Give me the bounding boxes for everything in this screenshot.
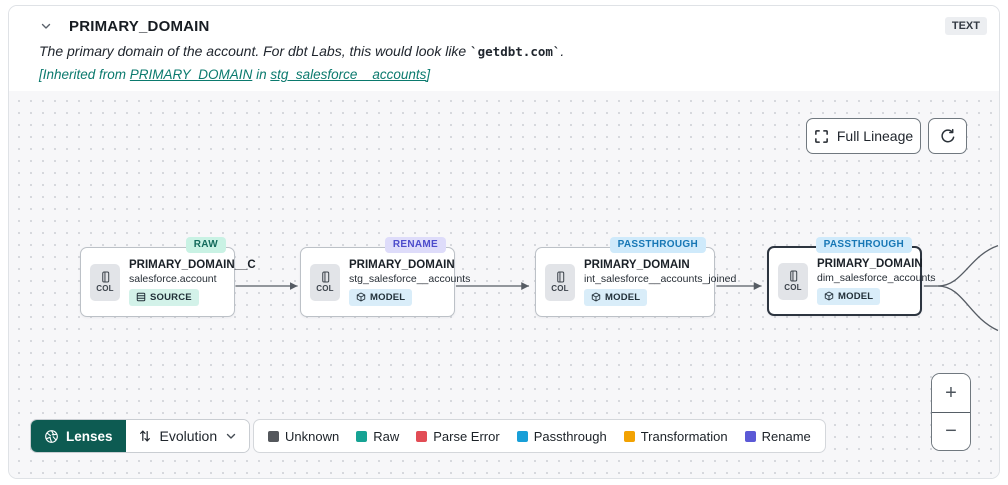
legend-label: Raw — [373, 428, 400, 444]
status-badge: RAW — [185, 237, 226, 253]
refresh-icon — [940, 128, 954, 143]
lineage-edges — [235, 244, 999, 332]
legend-item-rename: Rename — [744, 428, 811, 444]
legend-label: Passthrough — [533, 428, 607, 444]
expand-icon — [814, 129, 828, 143]
lineage-node-intermediate[interactable]: PASSTHROUGH COL PRIMARY_DOMAIN int_sales… — [535, 237, 737, 317]
lineage-card: PRIMARY_DOMAIN TEXT The primary domain o… — [8, 5, 1000, 479]
status-badge: PASSTHROUGH — [609, 237, 706, 253]
legend-swatch — [744, 430, 756, 442]
chip-label: SOURCE — [150, 291, 192, 303]
column-description: The primary domain of the account. For d… — [39, 43, 987, 59]
column-icon: COL — [778, 262, 808, 300]
inherited-note: [Inherited from PRIMARY_DOMAIN in stg_sa… — [39, 67, 987, 82]
legend-label: Rename — [761, 428, 811, 444]
refresh-button[interactable] — [928, 118, 967, 154]
legend-item-passthrough: Passthrough — [516, 428, 607, 444]
lenses-label: Lenses — [66, 428, 113, 444]
legend-item-unknown: Unknown — [268, 429, 339, 444]
column-type-badge: TEXT — [944, 17, 987, 35]
lenses-button[interactable]: Lenses — [31, 420, 126, 452]
lineage-node-dim-selected[interactable]: PASSTHROUGH COL PRIMARY_DOMAIN dim_sales… — [767, 237, 936, 316]
zoom-out-button[interactable]: − — [932, 412, 970, 450]
inherited-model-link[interactable]: stg_salesforce__accounts — [270, 67, 427, 82]
source-icon — [136, 292, 146, 302]
inherited-suffix: ] — [426, 67, 431, 82]
status-legend: Unknown Raw Parse Error Passthrough Tran… — [253, 419, 826, 453]
resource-type-chip: MODEL — [349, 288, 413, 306]
chevron-down-icon — [226, 433, 236, 439]
lineage-node-staging[interactable]: RENAME COL PRIMARY_DOMAIN stg_salesforce… — [300, 237, 471, 317]
model-icon — [356, 292, 366, 302]
status-badge: PASSTHROUGH — [815, 237, 912, 253]
column-icon: COL — [310, 263, 340, 301]
chip-label: MODEL — [370, 291, 406, 303]
inherited-prefix: [Inherited from — [39, 67, 130, 82]
node-column-name: PRIMARY_DOMAIN — [584, 258, 690, 271]
lineage-node-source[interactable]: RAW COL PRIMARY_DOMAIN__C salesforce.acc… — [80, 237, 256, 317]
node-column-name: PRIMARY_DOMAIN — [349, 258, 455, 271]
node-model-name: stg_salesforce__accounts — [349, 272, 471, 285]
zoom-in-button[interactable]: + — [932, 374, 970, 413]
legend-label: Transformation — [640, 428, 728, 444]
legend-swatch — [516, 430, 528, 442]
lens-selector-dropdown[interactable]: Evolution — [125, 420, 250, 452]
model-icon — [591, 292, 601, 302]
aperture-icon — [45, 429, 58, 443]
column-title: PRIMARY_DOMAIN — [69, 17, 210, 35]
full-lineage-button[interactable]: Full Lineage — [806, 118, 921, 154]
legend-swatch — [623, 430, 635, 442]
column-header: PRIMARY_DOMAIN TEXT The primary domain o… — [9, 6, 999, 91]
description-period: . — [560, 43, 565, 59]
node-column-name: PRIMARY_DOMAIN__C — [129, 258, 256, 271]
evolution-icon — [139, 430, 150, 442]
node-model-name: salesforce.account — [129, 272, 217, 285]
column-icon: COL — [90, 263, 120, 301]
legend-swatch — [356, 430, 368, 442]
inherited-mid: in — [252, 67, 271, 82]
zoom-controls: + − — [931, 373, 971, 451]
model-icon — [824, 291, 834, 301]
lenses-toolbar: Lenses Evolution — [30, 419, 251, 453]
description-code: `getdbt.com` — [470, 44, 561, 59]
chip-label: MODEL — [605, 291, 641, 303]
column-icon: COL — [545, 263, 575, 301]
resource-type-chip: MODEL — [817, 287, 881, 305]
collapse-chevron-icon[interactable] — [37, 17, 55, 35]
node-model-name: dim_salesforce_accounts — [817, 271, 936, 284]
lens-selected-label: Evolution — [159, 428, 218, 444]
description-text: The primary domain of the account. For d… — [39, 43, 471, 59]
legend-item-transformation: Transformation — [623, 428, 728, 444]
node-column-name: PRIMARY_DOMAIN — [817, 257, 923, 270]
legend-swatch — [268, 430, 279, 442]
col-label: COL — [784, 283, 802, 292]
col-label: COL — [316, 284, 334, 293]
resource-type-chip: SOURCE — [129, 288, 199, 306]
chip-label: MODEL — [838, 290, 874, 302]
legend-item-raw: Raw — [356, 429, 399, 444]
legend-item-parse-error: Parse Error — [416, 428, 500, 444]
full-lineage-label: Full Lineage — [836, 128, 914, 144]
lineage-canvas[interactable]: Full Lineage RAW COL PRIMARY_DOMAIN__C s… — [9, 91, 999, 478]
legend-label: Parse Error — [433, 428, 500, 444]
resource-type-chip: MODEL — [584, 288, 648, 306]
legend-label: Unknown — [285, 428, 340, 444]
legend-swatch — [416, 430, 428, 442]
node-model-name: int_salesforce__accounts_joined — [584, 272, 737, 285]
col-label: COL — [96, 284, 114, 293]
inherited-column-link[interactable]: PRIMARY_DOMAIN — [129, 67, 253, 82]
col-label: COL — [551, 284, 569, 293]
status-badge: RENAME — [384, 237, 446, 253]
